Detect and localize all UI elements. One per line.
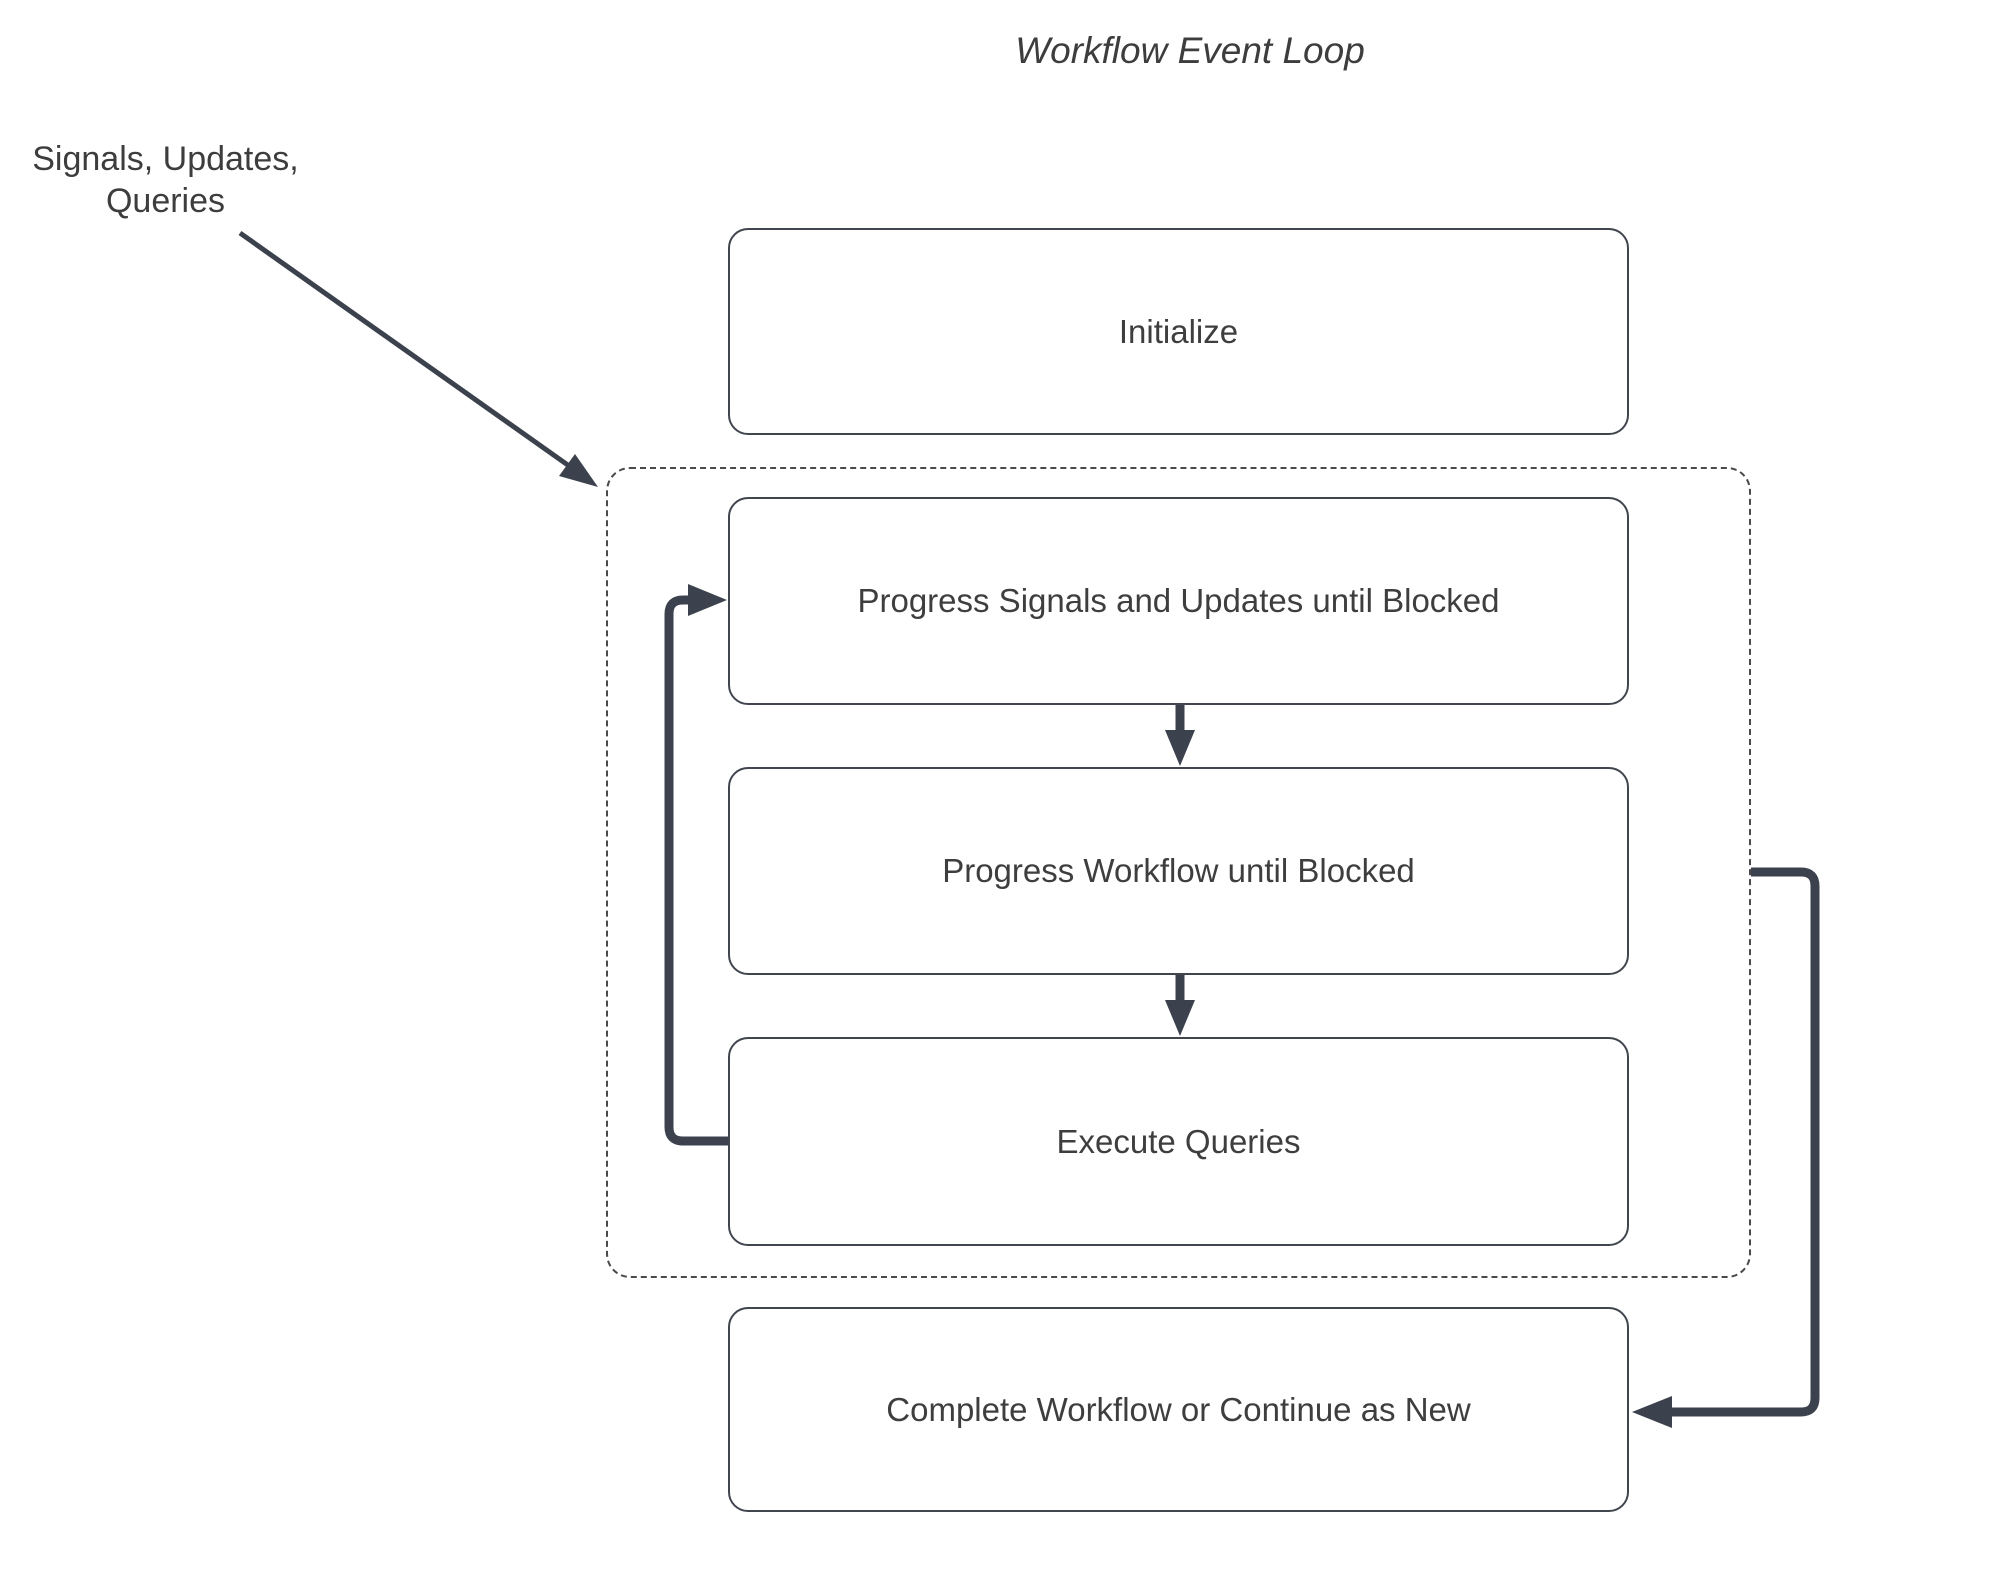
signals-updates-queries-label: Signals, Updates, Queries <box>18 138 313 222</box>
node-execute-queries: Execute Queries <box>728 1037 1629 1246</box>
node-progress-workflow-label: Progress Workflow until Blocked <box>942 852 1415 889</box>
signals-label-line1: Signals, Updates, <box>32 140 299 178</box>
node-complete-label: Complete Workflow or Continue as New <box>886 1390 1471 1428</box>
node-progress-workflow: Progress Workflow until Blocked <box>728 767 1629 975</box>
node-initialize-label: Initialize <box>1118 312 1239 350</box>
signals-arrowhead-icon <box>559 454 598 487</box>
node-complete: Complete Workflow or Continue as New <box>728 1307 1629 1512</box>
signals-arrow-line <box>238 230 574 471</box>
page-title: Workflow Event Loop <box>1015 30 1365 71</box>
node-execute-queries-label: Execute Queries <box>1056 1122 1301 1160</box>
node-progress-signals: Progress Signals and Updates until Block… <box>728 497 1629 705</box>
node-progress-signals-label: Progress Signals and Updates until Block… <box>857 582 1500 619</box>
node-initialize: Initialize <box>728 228 1629 435</box>
signals-label-line2: Queries <box>105 182 226 220</box>
feedback-arrowhead-icon <box>1632 1396 1672 1428</box>
